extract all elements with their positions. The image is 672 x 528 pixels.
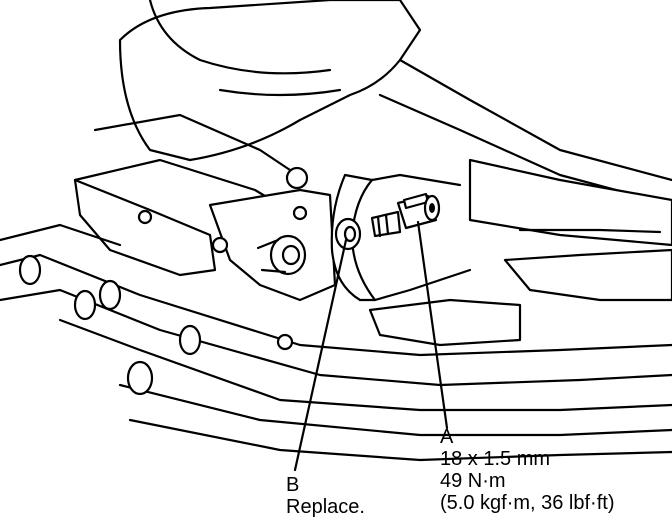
bolt-size-spec: 18 x 1.5 mm — [440, 448, 551, 470]
sealing-washer-b — [334, 217, 362, 251]
exhaust-tubes — [0, 253, 672, 462]
callout-b-letter: B — [286, 474, 300, 496]
flange-bolt-a — [370, 192, 441, 238]
callout-b: B Replace. — [286, 474, 365, 518]
leader-line-a — [416, 220, 449, 430]
left-block — [0, 113, 292, 277]
mounting-bracket — [208, 166, 337, 351]
right-frame-rail — [368, 158, 672, 347]
replace-note: Replace. — [286, 496, 365, 518]
torque-spec-nm: 49 N·m — [440, 470, 506, 492]
leader-line-b — [293, 238, 348, 472]
mount-arm — [330, 173, 472, 302]
torque-spec-alt: (5.0 kgf·m, 36 lbf·ft) — [440, 492, 615, 514]
callout-a: A 18 x 1.5 mm 49 N·m (5.0 kgf·m, 36 lbf·… — [440, 426, 615, 514]
callout-a-letter: A — [440, 426, 454, 448]
